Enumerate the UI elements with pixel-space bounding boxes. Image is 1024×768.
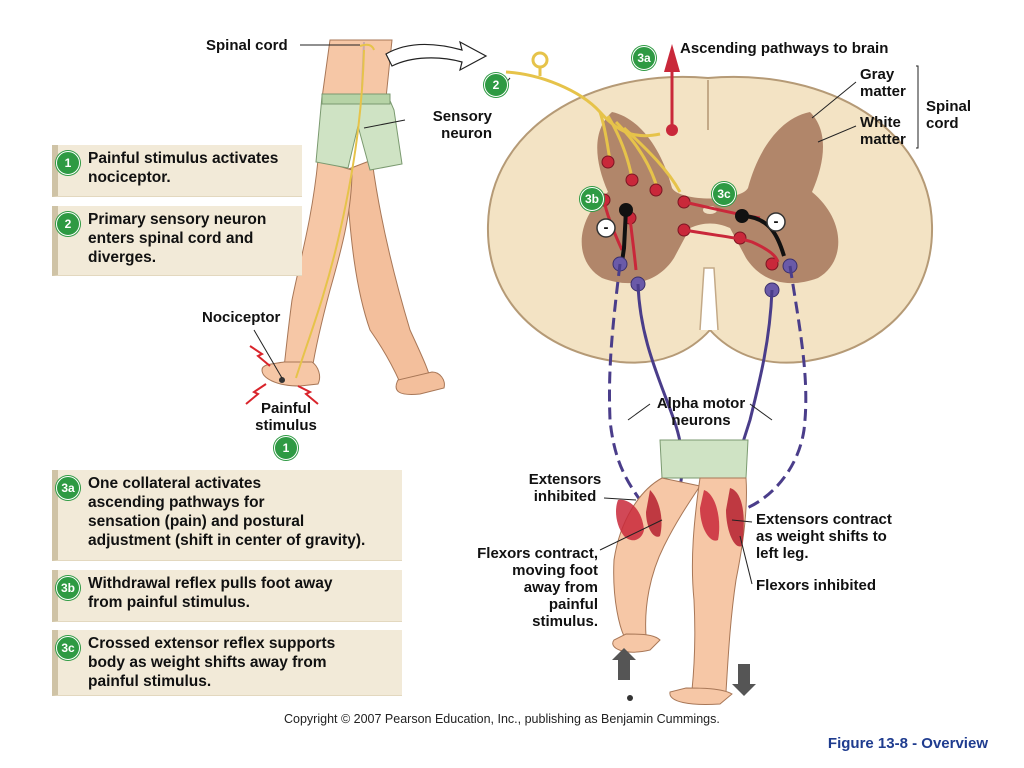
label-alpha-motor-neurons: Alpha motor neurons xyxy=(656,395,746,429)
label-flexors-contract: Flexors contract, moving foot away from … xyxy=(477,545,598,630)
marker-1: 1 xyxy=(274,436,298,460)
label-sensory-neuron: Sensory neuron xyxy=(432,108,492,142)
step-2-box: 2 Primary sensory neuron enters spinal c… xyxy=(52,206,302,276)
bottom-legs-figure xyxy=(612,439,756,705)
step-3a-text: One collateral activates ascending pathw… xyxy=(88,475,366,549)
step-3a-badge: 3a xyxy=(56,476,80,500)
label-gray-matter: Gray matter xyxy=(860,66,906,100)
label-extensors-inhibited: Extensors inhibited xyxy=(528,471,602,505)
label-spinal-cord-top: Spinal cord xyxy=(206,37,288,54)
sensory-neuron-path xyxy=(505,51,682,193)
figure-label: Figure 13-8 - Overview xyxy=(827,735,988,752)
minus-sign-right: - xyxy=(773,213,779,230)
ascending-pathway xyxy=(664,44,680,136)
minus-sign-left: - xyxy=(603,219,609,236)
spinal-cord-cross-section xyxy=(486,76,934,364)
label-extensors-contract: Extensors contract as weight shifts to l… xyxy=(756,511,892,562)
pain-zap-icons xyxy=(245,345,319,405)
marker-3b: 3b xyxy=(580,187,604,211)
left-body-figure xyxy=(261,39,445,395)
step-1-text: Painful stimulus activates nociceptor. xyxy=(88,150,279,186)
label-painful-stimulus: Painful stimulus xyxy=(255,400,317,434)
marker-2: 2 xyxy=(484,73,508,97)
step-3b-text: Withdrawal reflex pulls foot away from p… xyxy=(88,575,333,611)
step-2-badge: 2 xyxy=(56,212,80,236)
step-3a-box: 3a One collateral activates ascending pa… xyxy=(52,470,402,561)
marker-3c: 3c xyxy=(712,182,736,206)
step-2-text: Primary sensory neuron enters spinal cor… xyxy=(88,211,267,266)
magnify-arrow-icon xyxy=(385,40,488,72)
label-ascending-pathways: Ascending pathways to brain xyxy=(680,40,889,57)
step-3c-box: 3c Crossed extensor reflex supports body… xyxy=(52,630,402,696)
label-spinal-cord-right: Spinal cord xyxy=(926,98,972,132)
step-3b-badge: 3b xyxy=(56,576,80,600)
label-flexors-inhibited: Flexors inhibited xyxy=(756,577,877,594)
step-1-box: 1 Painful stimulus activates nociceptor. xyxy=(52,145,302,197)
copyright-text: Copyright © 2007 Pearson Education, Inc.… xyxy=(284,712,720,726)
inhibitory-interneurons xyxy=(596,203,786,263)
step-3b-box: 3b Withdrawal reflex pulls foot away fro… xyxy=(52,570,402,622)
step-3c-text: Crossed extensor reflex supports body as… xyxy=(88,635,336,690)
step-3c-badge: 3c xyxy=(56,636,80,660)
step-1-badge: 1 xyxy=(56,151,80,175)
label-white-matter: White matter xyxy=(860,114,906,148)
marker-3a: 3a xyxy=(632,46,656,70)
label-nociceptor: Nociceptor xyxy=(202,309,281,326)
